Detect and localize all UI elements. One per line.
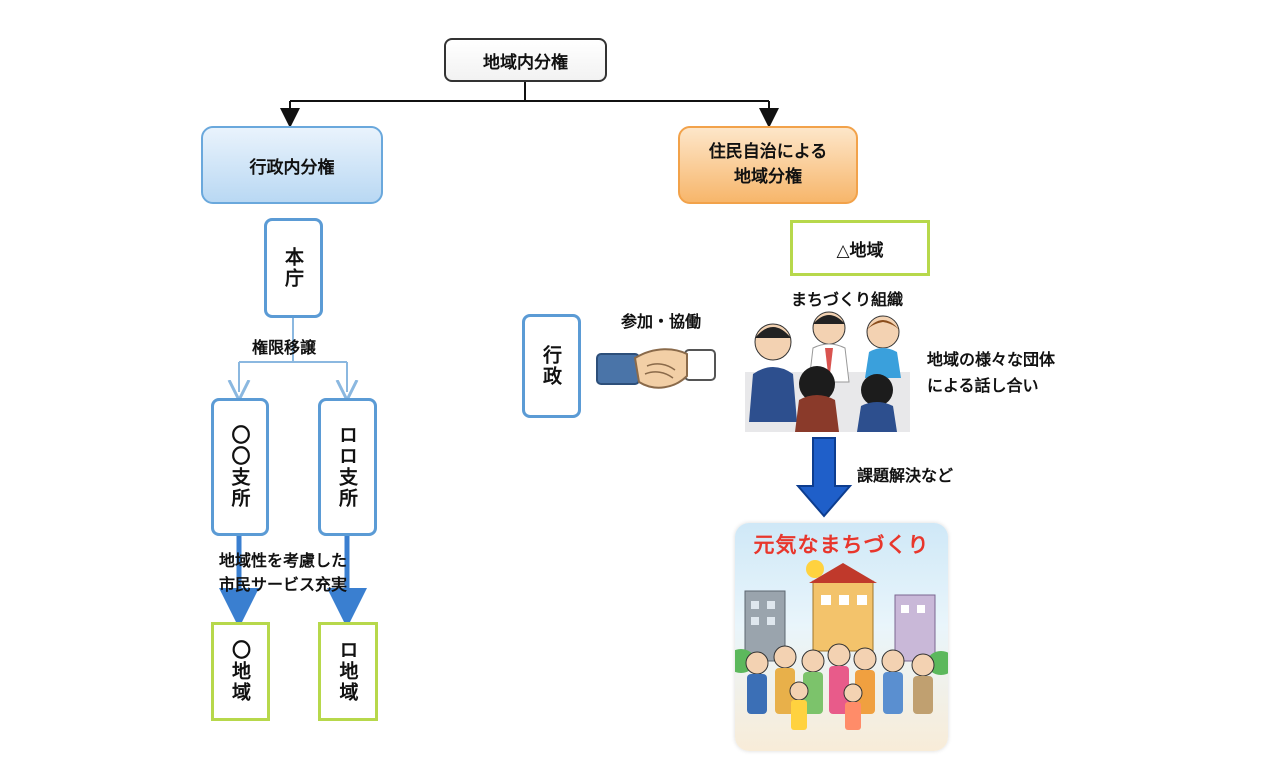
admin-decentralization-label: 行政内分権 [249, 157, 335, 178]
honcho-label: 本庁 [282, 247, 304, 289]
discussion-label-line1: 地域の様々な団体 [927, 350, 1056, 369]
region-a-node: 〇地域 [211, 622, 270, 721]
poster-scene [735, 560, 948, 730]
region-a-label: 〇地域 [229, 640, 251, 703]
org-label: まちづくり組織 [791, 290, 904, 309]
discussion-label-line2: による話し合い [927, 376, 1039, 395]
big-down-arrow [795, 437, 853, 518]
building-right [894, 594, 936, 662]
gyosei-label: 行政 [540, 345, 562, 387]
triangle-region-label: △地域 [836, 240, 884, 261]
transfer-label: 権限移譲 [252, 338, 317, 357]
honcho-node: 本庁 [264, 218, 323, 318]
transfer-connector [239, 318, 347, 363]
participation-label: 参加・協働 [621, 312, 702, 331]
branch-office-a-label: 〇〇支所 [228, 425, 251, 509]
region-b-label: ロ地域 [336, 640, 359, 703]
sun-icon [806, 560, 824, 578]
root-label: 地域内分権 [483, 52, 568, 73]
person-head [799, 366, 835, 402]
admin-decentralization-node: 行政内分権 [201, 126, 383, 204]
building-center [812, 580, 874, 652]
genki-machizukuri-poster: 元気なまちづくり [735, 523, 948, 751]
service-label-line1: 地域性を考慮した [219, 551, 348, 570]
gyosei-node: 行政 [522, 314, 581, 418]
handshake-illustration [596, 348, 716, 389]
resident-autonomy-node: 住民自治による 地域分権 [678, 126, 858, 204]
poster-title: 元気なまちづくり [753, 533, 930, 557]
branch-office-a-node: 〇〇支所 [211, 398, 269, 536]
crowd-illustration [745, 643, 935, 730]
branch-office-b-node: ロロ支所 [318, 398, 377, 536]
resident-autonomy-line2: 地域分権 [734, 167, 802, 187]
root-connector [290, 82, 769, 102]
triangle-region-node: △地域 [790, 220, 930, 276]
resolution-label: 課題解決など [857, 466, 954, 485]
service-label-line2: 市民サービス充実 [219, 575, 348, 594]
branch-office-b-label: ロロ支所 [336, 425, 358, 509]
root-node: 地域内分権 [444, 38, 607, 82]
resident-autonomy-line1: 住民自治による [708, 141, 828, 162]
person-head [861, 374, 893, 406]
region-b-node: ロ地域 [318, 622, 378, 721]
meeting-illustration [745, 311, 910, 432]
